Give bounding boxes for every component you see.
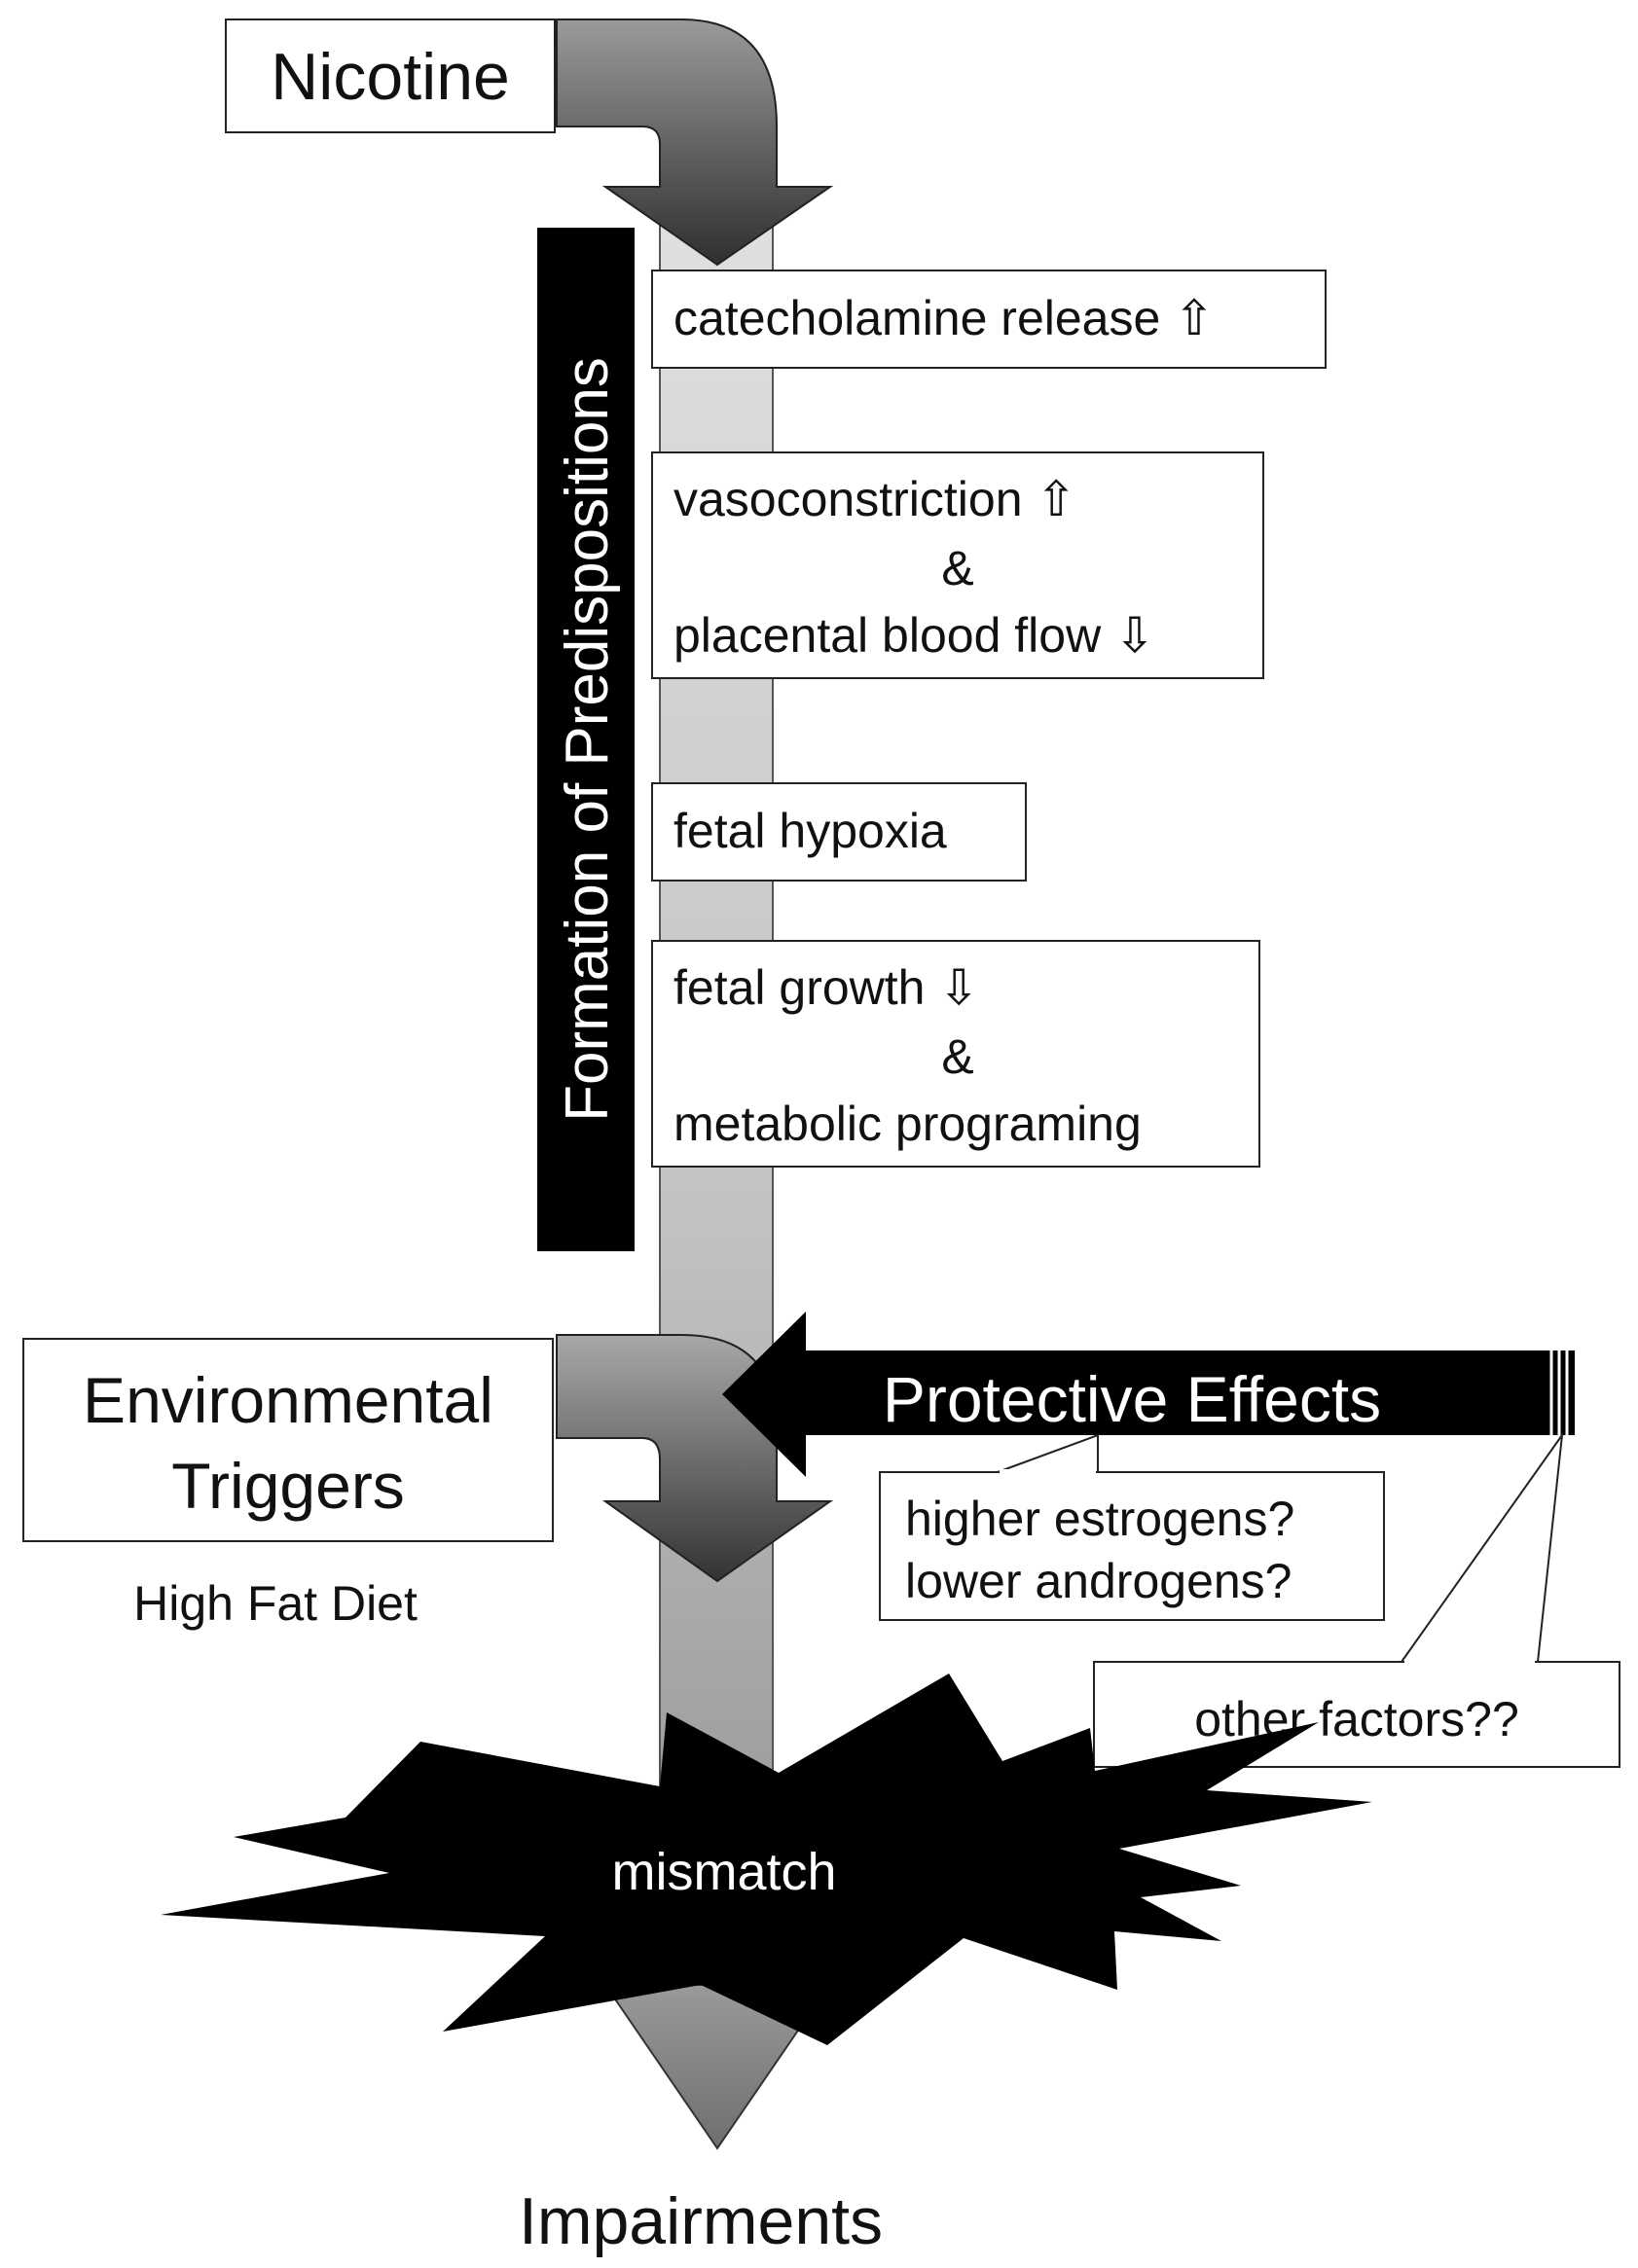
nicotine-box	[225, 18, 556, 133]
vasoconstriction-box	[651, 451, 1264, 679]
other-factors-callout-box	[1093, 1661, 1620, 1768]
other-factors-callout-pointer	[1400, 1431, 1564, 1663]
hormones-callout-pointer	[997, 1433, 1099, 1473]
other-factors-callout-seam	[1404, 1659, 1535, 1665]
fetal-growth-box	[651, 940, 1260, 1168]
protective-effects-arrow	[722, 1312, 1575, 1477]
fetal-hypoxia-text: fetal hypoxia	[673, 804, 947, 858]
environmental-line1: Environmental	[83, 1364, 493, 1436]
environmental-triggers-box	[22, 1338, 554, 1542]
mismatch-label: mismatch	[611, 1843, 836, 1901]
high-fat-diet-label: High Fat Diet	[133, 1576, 418, 1631]
fetal-growth-text: fetal growth ⇩	[673, 960, 979, 1015]
hormones-callout-seam	[1000, 1469, 1096, 1475]
fetal-growth-ampersand: &	[941, 1029, 973, 1084]
other-factors-text: other factors??	[1194, 1692, 1519, 1746]
nicotine-curved-arrow	[556, 18, 834, 267]
hormones-callout-box	[879, 1471, 1385, 1621]
higher-estrogens-text: higher estrogens?	[905, 1492, 1294, 1546]
fetal-hypoxia-box	[651, 782, 1027, 882]
metabolic-programing-text: metabolic programing	[673, 1097, 1142, 1151]
catecholamine-box	[651, 270, 1327, 369]
vasoconstriction-text: vasoconstriction ⇧	[673, 472, 1076, 526]
nicotine-label: Nicotine	[271, 40, 510, 114]
impairments-label: Impairments	[519, 2184, 883, 2258]
placental-blood-flow-text: placental blood flow ⇩	[673, 608, 1155, 663]
predispositions-bar	[537, 228, 635, 1251]
environmental-line2: Triggers	[171, 1450, 405, 1522]
protective-effects-label: Protective Effects	[883, 1363, 1381, 1435]
predispositions-label: Formation of Predispositions	[554, 357, 621, 1122]
mismatch-starburst	[161, 1674, 1372, 2045]
catecholamine-text: catecholamine release ⇧	[673, 291, 1215, 345]
vasoconstriction-ampersand: &	[941, 541, 973, 595]
lower-androgens-text: lower androgens?	[905, 1554, 1292, 1608]
